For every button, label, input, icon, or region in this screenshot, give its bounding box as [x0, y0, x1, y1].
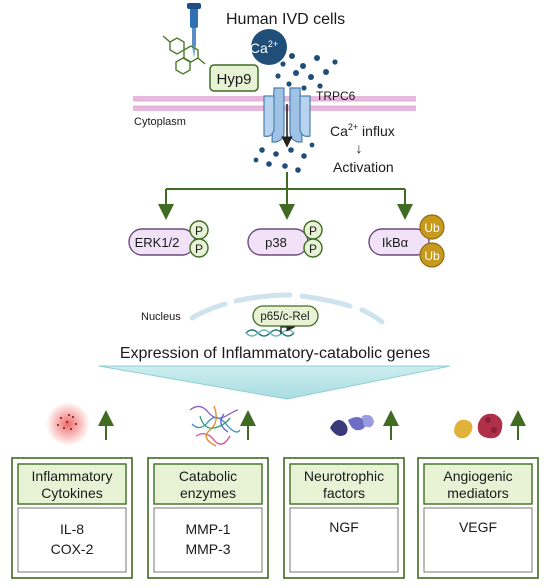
- expression-funnel: [98, 365, 451, 400]
- ikb-ubiquitin-2: Ub: [424, 249, 440, 263]
- calcium-dots-extracellular: [275, 53, 338, 91]
- category-header: [423, 463, 533, 505]
- pipette-icon: [187, 3, 201, 58]
- category-header-line2: enzymes: [180, 485, 236, 501]
- p65-label: p65/c-Rel: [260, 311, 309, 323]
- category-header: [289, 463, 399, 505]
- category-angiogenic: Angiogenic mediators VEGF: [417, 457, 539, 579]
- dna-strand-icon: [245, 329, 295, 337]
- calcium-dots-intracellular: [253, 142, 315, 173]
- cytoplasm-label: Cytoplasm: [134, 116, 186, 128]
- p65-box: [252, 305, 319, 327]
- category-header-line2: mediators: [447, 485, 508, 501]
- erk-phospho-2: P: [195, 242, 203, 256]
- molecule-icon: [162, 35, 206, 75]
- erk-protein: ERK1/2 P P: [128, 220, 209, 258]
- ikb-protein: IkBα Ub Ub: [368, 214, 445, 268]
- category-item: COX-2: [51, 541, 94, 557]
- transcription-start-arrow: [280, 322, 296, 334]
- category-item: MMP-3: [185, 541, 230, 557]
- trpc6-label: TRPC6: [316, 89, 356, 103]
- category-item: MMP-1: [185, 521, 230, 537]
- influx-label: Ca2+ influx: [330, 122, 395, 139]
- p38-phospho-1: P: [309, 224, 317, 238]
- cytokine-glow-icon: [46, 402, 90, 446]
- category-enzymes: Catabolic enzymes MMP-1 MMP-3: [147, 457, 269, 579]
- nucleus-label: Nucleus: [141, 311, 181, 323]
- category-header: [17, 463, 127, 505]
- category-neurotrophic: Neurotrophic factors NGF: [283, 457, 405, 579]
- hyp9-box: [209, 64, 259, 92]
- category-header-line1: Catabolic: [179, 468, 237, 484]
- category-header: [153, 463, 263, 505]
- expression-title: Expression of Inflammatory-catabolic gen…: [120, 345, 430, 362]
- category-item: IL-8: [60, 521, 84, 537]
- enzyme-tangle-icon: [189, 405, 241, 447]
- p38-protein: p38 P P: [247, 220, 323, 258]
- calcium-ion-label: Ca2+: [250, 39, 278, 56]
- nuclear-envelope: [189, 292, 385, 325]
- p38-phospho-2: P: [309, 242, 317, 256]
- category-header-line1: Inflammatory: [32, 468, 113, 484]
- neurotrophic-protein-icon: [330, 414, 374, 436]
- p38-label: p38: [265, 235, 287, 250]
- category-item: VEGF: [459, 519, 497, 535]
- category-cytokines: Inflammatory Cytokines IL-8 COX-2: [11, 457, 133, 579]
- angiogenic-protein-icon: [454, 413, 503, 439]
- category-header-line1: Neurotrophic: [304, 468, 384, 484]
- influx-arrow-glyph: ↓: [356, 140, 363, 156]
- hyp9-label: Hyp9: [216, 71, 251, 88]
- cell-type-title: Human IVD cells: [226, 11, 345, 28]
- calcium-ion-bubble: [251, 29, 287, 65]
- erk-phospho-1: P: [195, 224, 203, 238]
- branch-arrows: [158, 172, 413, 220]
- category-header-line1: Angiogenic: [443, 468, 512, 484]
- trpc6-channel-icon: [263, 87, 311, 143]
- category-header-line2: factors: [323, 485, 365, 501]
- ikb-label: IkBα: [382, 235, 409, 250]
- category-item: NGF: [329, 519, 359, 535]
- activation-label: Activation: [333, 159, 394, 175]
- category-header-line2: Cytokines: [41, 485, 102, 501]
- ikb-ubiquitin-1: Ub: [424, 221, 440, 235]
- erk-label: ERK1/2: [135, 235, 180, 250]
